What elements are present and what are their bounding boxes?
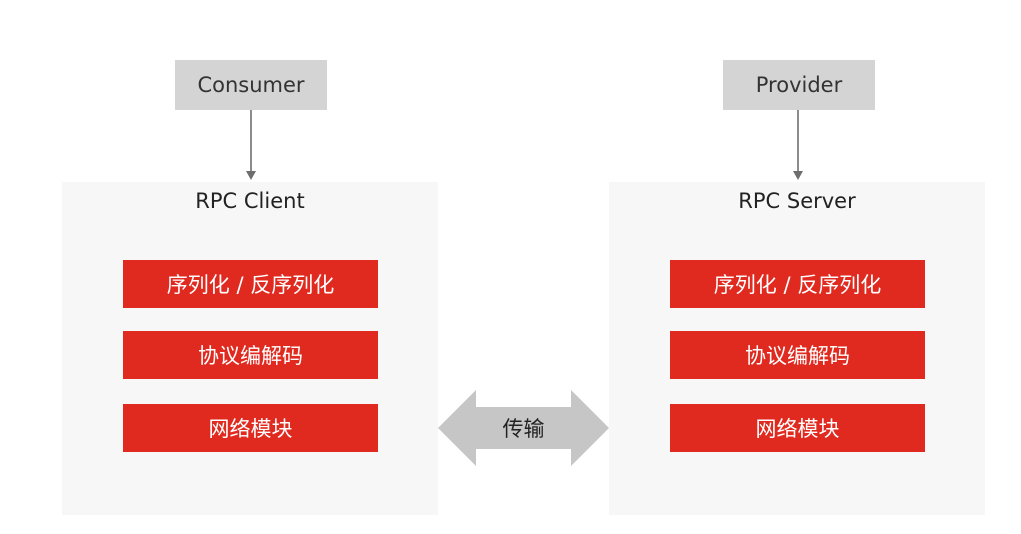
client-protocol-codec-label: 协议编解码 — [198, 344, 303, 368]
server-protocol-codec-label: 协议编解码 — [745, 344, 850, 368]
provider-box: Provider — [723, 60, 875, 110]
rpc-server-title: RPC Server — [738, 189, 856, 213]
rpc-client-panel: RPC Client 序列化 / 反序列化 协议编解码 网络模块 — [62, 182, 438, 515]
transport-label: 传输 — [502, 417, 545, 441]
server-network-layer: 网络模块 — [670, 404, 925, 452]
consumer-label: Consumer — [197, 73, 305, 97]
provider-label: Provider — [755, 73, 843, 97]
transport-arrow: 传输 — [438, 390, 609, 466]
consumer-to-client-arrow — [246, 110, 256, 180]
provider-to-server-arrow — [793, 110, 803, 180]
client-serialization-label: 序列化 / 反序列化 — [166, 273, 335, 297]
rpc-client-title: RPC Client — [195, 189, 305, 213]
server-protocol-codec-layer: 协议编解码 — [670, 331, 925, 379]
server-network-label: 网络模块 — [755, 417, 840, 441]
rpc-server-panel: RPC Server 序列化 / 反序列化 协议编解码 网络模块 — [609, 182, 985, 515]
consumer-box: Consumer — [175, 60, 327, 110]
client-serialization-layer: 序列化 / 反序列化 — [123, 260, 378, 308]
client-protocol-codec-layer: 协议编解码 — [123, 331, 378, 379]
double-arrow-icon — [438, 390, 609, 466]
client-network-layer: 网络模块 — [123, 404, 378, 452]
server-serialization-label: 序列化 / 反序列化 — [713, 273, 882, 297]
server-serialization-layer: 序列化 / 反序列化 — [670, 260, 925, 308]
client-network-label: 网络模块 — [208, 417, 293, 441]
